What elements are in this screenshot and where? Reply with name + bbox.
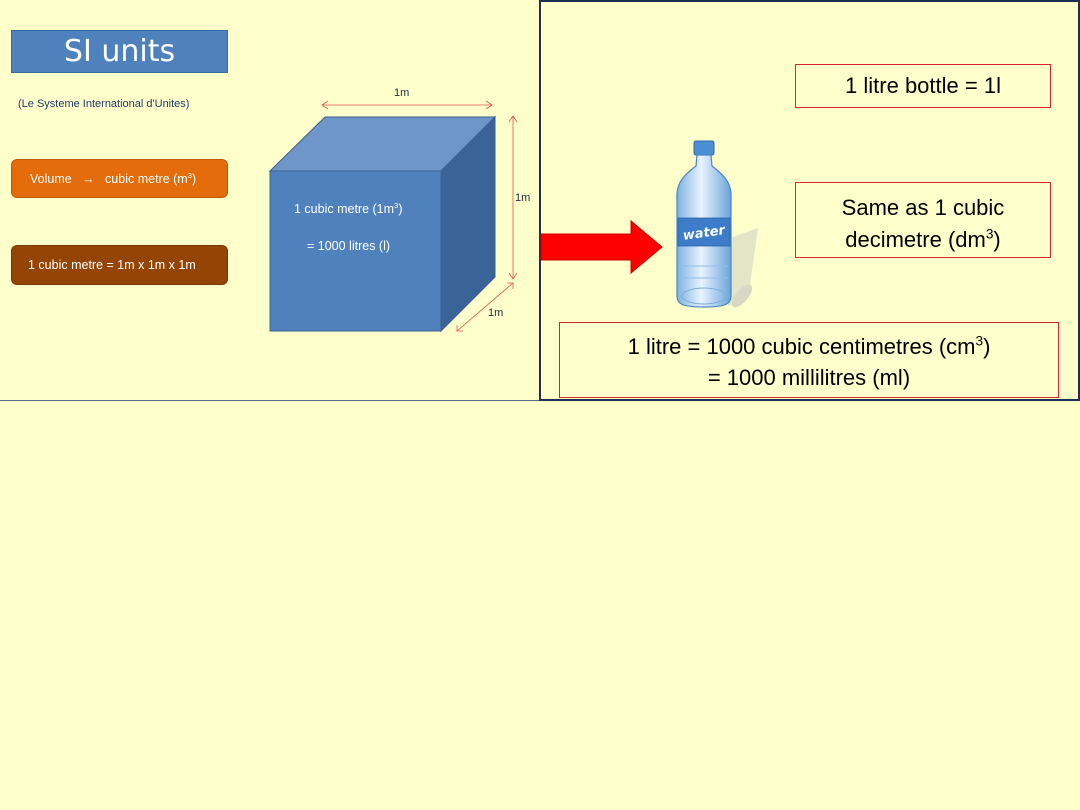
slide-title: SI units bbox=[11, 30, 228, 73]
dimension-label-depth: 1m bbox=[488, 307, 504, 319]
volume-unit-close: ) bbox=[192, 172, 197, 186]
cube-label-line1: 1 cubic metre (1m3) bbox=[294, 200, 403, 216]
dimension-arrow-right bbox=[508, 115, 518, 280]
cubic-decimetre-line2: decimetre (dm3) bbox=[796, 224, 1050, 256]
litre-panel bbox=[539, 0, 1080, 401]
water-bottle-icon: water bbox=[676, 140, 758, 308]
slide-title-text: SI units bbox=[63, 34, 176, 69]
litre-conversion-line2: = 1000 millilitres (ml) bbox=[707, 365, 911, 390]
bottle-label-band bbox=[677, 217, 731, 247]
cubic-decimetre-sup: 3 bbox=[985, 226, 994, 242]
dimension-arrow-top bbox=[321, 100, 493, 110]
volume-unit-pill: Volume → cubic metre (m3) bbox=[11, 159, 228, 198]
slide-top-region: SI units (Le Systeme International d'Uni… bbox=[0, 0, 1080, 401]
dimension-label-right: 1m bbox=[515, 192, 531, 204]
volume-label: Volume bbox=[30, 172, 72, 186]
cubic-metre-text: 1 cubic metre = 1m x 1m x 1m bbox=[28, 258, 196, 272]
cube-label-line1-text: 1 cubic metre (1m bbox=[294, 202, 395, 216]
litre-conversion-close: ) bbox=[983, 334, 991, 359]
cubic-decimetre-line1: Same as 1 cubic bbox=[841, 195, 1005, 220]
litre-bottle-box: 1 litre bottle = 1l bbox=[795, 64, 1051, 108]
volume-unit-text: cubic metre (m bbox=[105, 172, 188, 186]
slide-subtitle: (Le Systeme International d'Unites) bbox=[18, 98, 190, 110]
litre-bottle-text: 1 litre bottle = 1l bbox=[845, 73, 1001, 98]
litre-conversion-sup: 3 bbox=[975, 333, 984, 349]
bottle-shadow-body bbox=[728, 228, 758, 306]
bottle-cap bbox=[693, 140, 715, 156]
cube-label-line2: = 1000 litres (l) bbox=[307, 239, 391, 253]
litre-conversion-line1: 1 litre = 1000 cubic centimetres (cm3) bbox=[560, 331, 1058, 362]
bottle-base bbox=[681, 287, 727, 305]
litre-conversion-line1-text: 1 litre = 1000 cubic centimetres (cm bbox=[627, 334, 976, 359]
dimension-arrow-depth bbox=[456, 282, 514, 332]
bottle-label-text: water bbox=[682, 223, 727, 244]
cube-label-line1-sup: 3 bbox=[394, 200, 399, 210]
arrow-shape bbox=[540, 219, 663, 275]
right-arrow-icon: → bbox=[82, 172, 95, 186]
cube-front-face bbox=[269, 170, 442, 332]
volume-unit-sup: 3 bbox=[187, 170, 193, 180]
cubic-decimetre-box: Same as 1 cubic decimetre (dm3) bbox=[795, 182, 1051, 258]
litre-conversion-box: 1 litre = 1000 cubic centimetres (cm3) =… bbox=[559, 322, 1059, 398]
cubic-decimetre-close: ) bbox=[993, 227, 1001, 252]
cube-diagram bbox=[268, 100, 518, 333]
cube-label-line1-close: ) bbox=[398, 202, 403, 216]
cubic-decimetre-line2-text: decimetre (dm bbox=[845, 227, 986, 252]
dimension-label-top: 1m bbox=[394, 87, 410, 99]
right-arrow-icon bbox=[540, 219, 663, 275]
cubic-metre-pill: 1 cubic metre = 1m x 1m x 1m bbox=[11, 245, 228, 285]
